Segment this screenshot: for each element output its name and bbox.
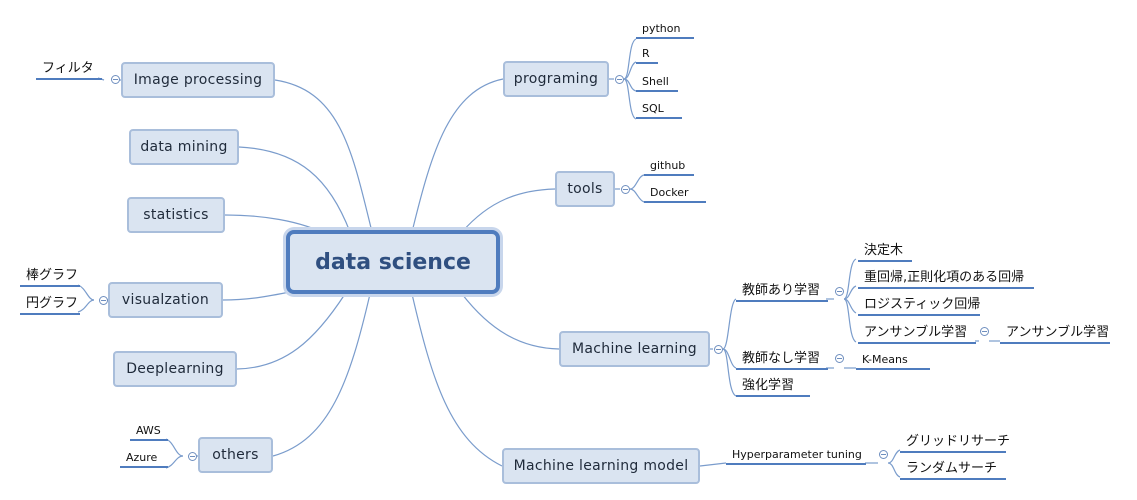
collapse-toggle-icon[interactable]: [879, 450, 888, 459]
leaf-reinforcement-learning[interactable]: 強化学習: [736, 378, 810, 397]
leaf-github[interactable]: github: [644, 159, 694, 176]
leaf-decision-tree[interactable]: 決定木: [858, 243, 912, 262]
leaf-azure[interactable]: Azure: [120, 451, 168, 468]
collapse-toggle-icon[interactable]: [615, 75, 624, 84]
leaf-pie-graph[interactable]: 円グラフ: [20, 296, 80, 315]
leaf-shell[interactable]: Shell: [636, 75, 678, 92]
leaf-unsupervised-learning[interactable]: 教師なし学習: [736, 351, 828, 370]
collapse-toggle-icon[interactable]: [835, 287, 844, 296]
branch-others[interactable]: others: [198, 437, 273, 473]
leaf-bar-graph[interactable]: 棒グラフ: [20, 268, 80, 287]
branch-image-processing[interactable]: Image processing: [121, 62, 275, 98]
leaf-docker[interactable]: Docker: [644, 186, 706, 203]
collapse-toggle-icon[interactable]: [111, 75, 120, 84]
collapse-toggle-icon[interactable]: [714, 345, 723, 354]
branch-programing[interactable]: programing: [503, 61, 609, 97]
branch-deeplearning[interactable]: Deeplearning: [113, 351, 237, 387]
leaf-supervised-learning[interactable]: 教師あり学習: [736, 283, 828, 302]
leaf-r[interactable]: R: [636, 47, 658, 64]
central-topic[interactable]: data science: [286, 230, 500, 294]
branch-statistics[interactable]: statistics: [127, 197, 225, 233]
branch-tools[interactable]: tools: [555, 171, 615, 207]
collapse-toggle-icon[interactable]: [835, 354, 844, 363]
leaf-regularized-regression[interactable]: 重回帰,正則化項のある回帰: [858, 270, 1034, 289]
branch-data-mining[interactable]: data mining: [129, 129, 239, 165]
leaf-python[interactable]: python: [636, 22, 694, 39]
leaf-kmeans[interactable]: K-Means: [856, 353, 930, 370]
leaf-ensemble-learning[interactable]: アンサンブル学習: [858, 325, 976, 344]
collapse-toggle-icon[interactable]: [980, 327, 989, 336]
branch-machine-learning-model[interactable]: Machine learning model: [502, 448, 700, 484]
leaf-ensemble-learning-child[interactable]: アンサンブル学習: [1000, 325, 1110, 344]
leaf-logistic-regression[interactable]: ロジスティック回帰: [858, 297, 980, 316]
leaf-filter[interactable]: フィルタ: [36, 61, 102, 80]
leaf-aws[interactable]: AWS: [130, 424, 168, 441]
leaf-sql[interactable]: SQL: [636, 102, 682, 119]
collapse-toggle-icon[interactable]: [188, 452, 197, 461]
branch-visualzation[interactable]: visualzation: [108, 282, 223, 318]
leaf-random-search[interactable]: ランダムサーチ: [900, 461, 1006, 480]
collapse-toggle-icon[interactable]: [99, 296, 108, 305]
leaf-grid-search[interactable]: グリッドリサーチ: [900, 434, 1010, 453]
collapse-toggle-icon[interactable]: [621, 185, 630, 194]
branch-machine-learning[interactable]: Machine learning: [559, 331, 710, 367]
leaf-hyperparameter-tuning[interactable]: Hyperparameter tuning: [726, 448, 866, 465]
